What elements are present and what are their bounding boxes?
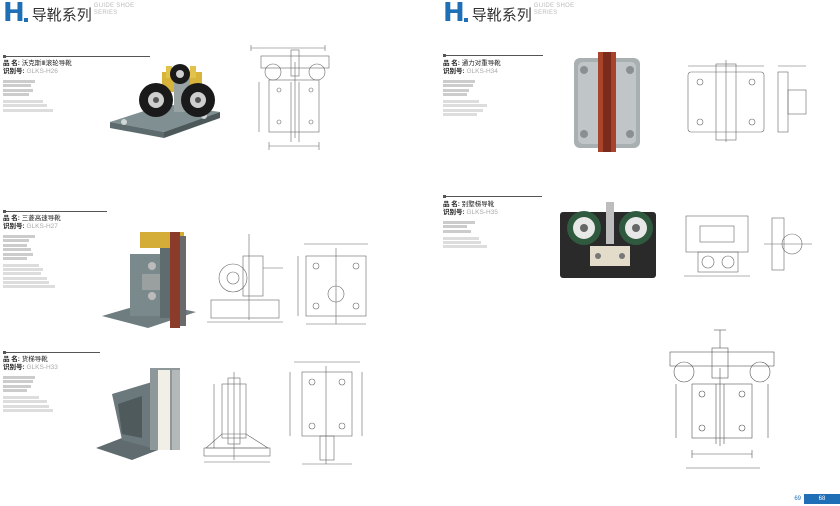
product-specs xyxy=(443,80,501,97)
product-notes-en xyxy=(3,100,72,112)
product-name: 品 名: 通力对重导靴 xyxy=(443,60,501,67)
product-specs xyxy=(3,235,61,260)
technical-drawing-h33-side xyxy=(289,361,363,465)
product-notes-en xyxy=(3,263,61,288)
product-name: 品 名: 三菱高速导靴 xyxy=(3,215,61,222)
series-dot xyxy=(23,18,28,22)
section-rule xyxy=(3,351,100,354)
product-code: 识别号: GLKS-H26 xyxy=(3,68,58,75)
product-code: 识别号: GLKS-H34 xyxy=(443,68,498,75)
technical-drawing-h26 xyxy=(250,45,330,150)
product-specs xyxy=(443,221,498,233)
product-name: 品 名: 沃克斯Ⅲ滚轮导靴 xyxy=(3,60,72,67)
section-rule xyxy=(443,54,543,57)
section-rule xyxy=(3,210,107,213)
product-code: 识别号: GLKS-H27 xyxy=(3,223,58,230)
product-photo-h34 xyxy=(574,52,640,152)
page-number-left: 69 xyxy=(794,496,801,502)
product-specs xyxy=(3,80,72,97)
product-notes-en xyxy=(443,100,501,116)
series-dot xyxy=(463,18,468,22)
product-h35: 品 名: 别墅梯导靴 识别号: GLKS-H35 xyxy=(443,201,498,249)
series-title: 导靴系列 xyxy=(471,7,532,24)
product-h34: 品 名: 通力对重导靴 识别号: GLKS-H34 xyxy=(443,60,501,116)
product-name: 品 名: 别墅梯导靴 xyxy=(443,201,495,208)
technical-drawing-h35 xyxy=(684,215,812,277)
product-notes-en xyxy=(443,236,498,249)
product-notes-en xyxy=(3,396,58,412)
technical-drawing-h35-detail xyxy=(669,329,775,469)
series-letter: H xyxy=(443,0,465,28)
product-h33: 品 名: 货梯导靴 识别号: GLKS-H33 xyxy=(3,356,58,412)
product-photo-h26 xyxy=(110,64,220,138)
page-number: 68 xyxy=(804,494,840,504)
product-photo-h27 xyxy=(102,232,196,328)
product-h26: 品 名: 沃克斯Ⅲ滚轮导靴 识别号: GLKS-H26 xyxy=(3,60,72,112)
section-rule xyxy=(3,55,150,58)
product-code: 识别号: GLKS-H35 xyxy=(443,209,498,216)
product-name: 品 名: 货梯导靴 xyxy=(3,356,48,363)
product-photo-h35 xyxy=(560,202,656,278)
series-letter: H xyxy=(3,0,25,28)
product-h27: 品 名: 三菱高速导靴 识别号: GLKS-H27 xyxy=(3,215,61,288)
technical-drawing-h27-side xyxy=(297,243,368,325)
series-title: 导靴系列 xyxy=(31,7,92,24)
technical-drawing-h34 xyxy=(687,60,807,142)
technical-drawing-h27-front xyxy=(207,234,283,323)
technical-drawing-h33-front xyxy=(203,372,271,463)
section-rule xyxy=(443,195,542,198)
product-specs xyxy=(3,376,58,393)
product-code: 识别号: GLKS-H33 xyxy=(3,364,58,371)
product-photo-h33 xyxy=(96,368,180,460)
